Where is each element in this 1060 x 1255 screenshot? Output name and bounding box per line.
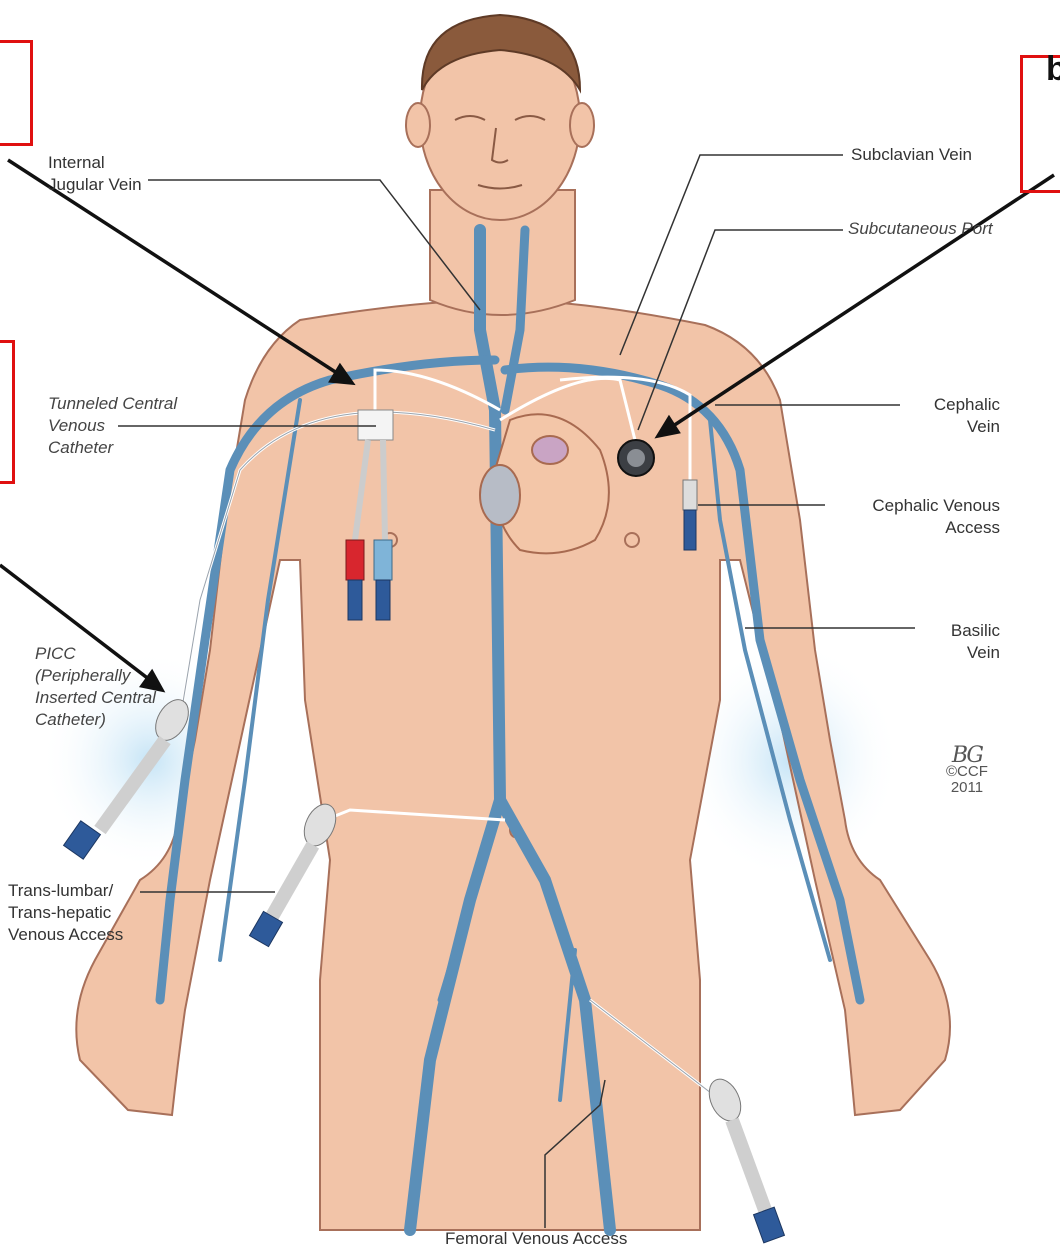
annotation-box-top-left [0,40,33,146]
label-picc: PICC (Peripherally Inserted Central Cath… [35,643,156,731]
label-tunneled-cvc: Tunneled Central Venous Catheter [48,393,177,459]
label-internal-jugular: Internal Jugular Vein [48,152,142,196]
signature-copyright: ©CCF [946,764,988,780]
label-basilic-vein: Basilic Vein [905,620,1000,664]
label-femoral-venous-access: Femoral Venous Access [445,1228,627,1250]
annotation-box-mid-left [0,340,15,484]
cut-off-letter: b [1046,50,1060,89]
arrow-to-port [670,175,1054,428]
subcutaneous-port [618,440,654,476]
label-subclavian-vein: Subclavian Vein [851,144,972,166]
artist-signature: BG ©CCF 2011 [946,748,988,796]
label-cephalic-vein: Cephalic Vein [905,394,1000,438]
label-cephalic-venous-access: Cephalic Venous Access [840,495,1000,539]
label-translumbar-access: Trans-lumbar/ Trans-hepatic Venous Acces… [8,880,123,946]
label-subcutaneous-port: Subcutaneous Port [848,218,993,240]
signature-year: 2011 [946,780,988,796]
cephalic-access-device [683,480,697,550]
femoral-device [703,1074,784,1243]
signature-initials: BG [946,748,988,764]
